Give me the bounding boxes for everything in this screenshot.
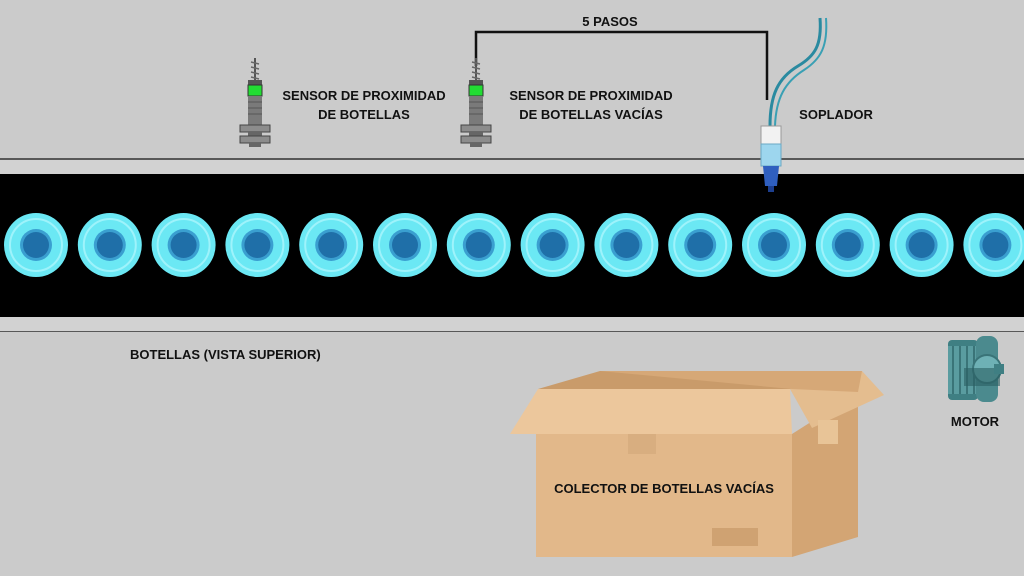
bottle-top-view [815,213,880,277]
bottle-top-view [889,213,954,277]
bottle-top-view [4,213,68,277]
blower-icon [760,17,828,192]
bottle-top-view [151,213,216,277]
motor-icon [948,336,1004,402]
motor-label: MOTOR [950,414,1000,429]
empty-sensor-label-line2: DE BOTELLAS VACÍAS [519,107,663,122]
sensor-label-line2: DE BOTELLAS [318,107,410,122]
sensor-label-line1: SENSOR DE PROXIMIDAD [282,88,446,103]
bottle-top-view [373,213,437,277]
bottle-top-view [963,213,1024,277]
collector-label: COLECTOR DE BOTELLAS VACÍAS [554,481,774,496]
bottle-top-view [77,213,142,277]
top-rail [0,160,1024,174]
blower-label: SOPLADOR [799,107,873,122]
steps-label: 5 PASOS [582,14,638,29]
bottle-top-view [668,213,733,277]
proximity-sensor-icon [239,58,271,147]
bottle-top-view [299,213,364,277]
empty-sensor-label: SENSOR DE PROXIMIDAD DE BOTELLAS VACÍAS [498,86,684,124]
steps-bracket [474,30,769,100]
bottle-top-view [446,213,511,277]
bottle-top-view [225,213,290,277]
bottom-rail [0,317,1024,331]
empty-bottle-sensor-icon [460,58,492,147]
bottle-group [4,213,1024,277]
sensor-label: SENSOR DE PROXIMIDAD DE BOTELLAS [272,86,456,124]
bottle-top-view [594,213,659,277]
bottles-view-label: BOTELLAS (VISTA SUPERIOR) [130,347,321,362]
collector-box-icon [510,371,884,557]
empty-sensor-label-line1: SENSOR DE PROXIMIDAD [509,88,673,103]
bottle-top-view [742,213,806,277]
bottle-top-view [520,213,585,277]
